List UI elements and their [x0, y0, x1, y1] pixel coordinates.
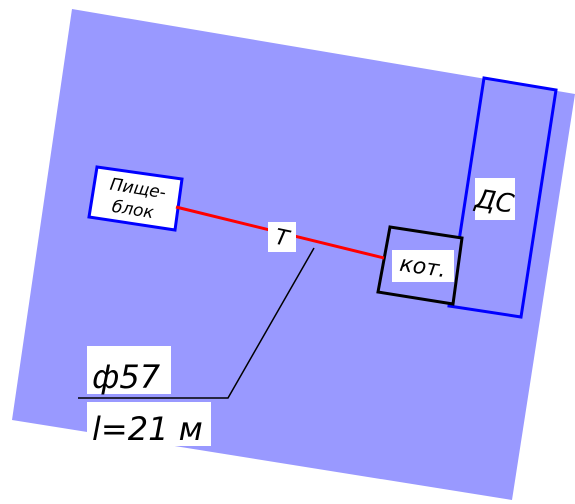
food-block	[87, 165, 184, 232]
diesel-station-label-text: ДС	[472, 184, 517, 220]
diesel-station-label-bg	[475, 178, 515, 220]
pipe-callout: ф57 l=21 м	[87, 346, 211, 448]
callout-length-bg	[87, 402, 211, 446]
pipe-marker: Т	[268, 222, 296, 252]
boiler-label: кот.	[392, 250, 454, 283]
boiler-label-bg	[392, 250, 454, 282]
diesel-station-label: ДС	[472, 178, 517, 220]
pipe-marker-bg	[268, 222, 296, 252]
callout-length-text: l=21 м	[92, 410, 203, 448]
food-block-label: Пище- блок	[108, 175, 167, 224]
callout-diameter-text: ф57	[92, 358, 161, 396]
callout-leader-line	[78, 247, 315, 399]
callout-diameter-bg	[87, 346, 171, 394]
diesel-station-block	[447, 76, 558, 319]
